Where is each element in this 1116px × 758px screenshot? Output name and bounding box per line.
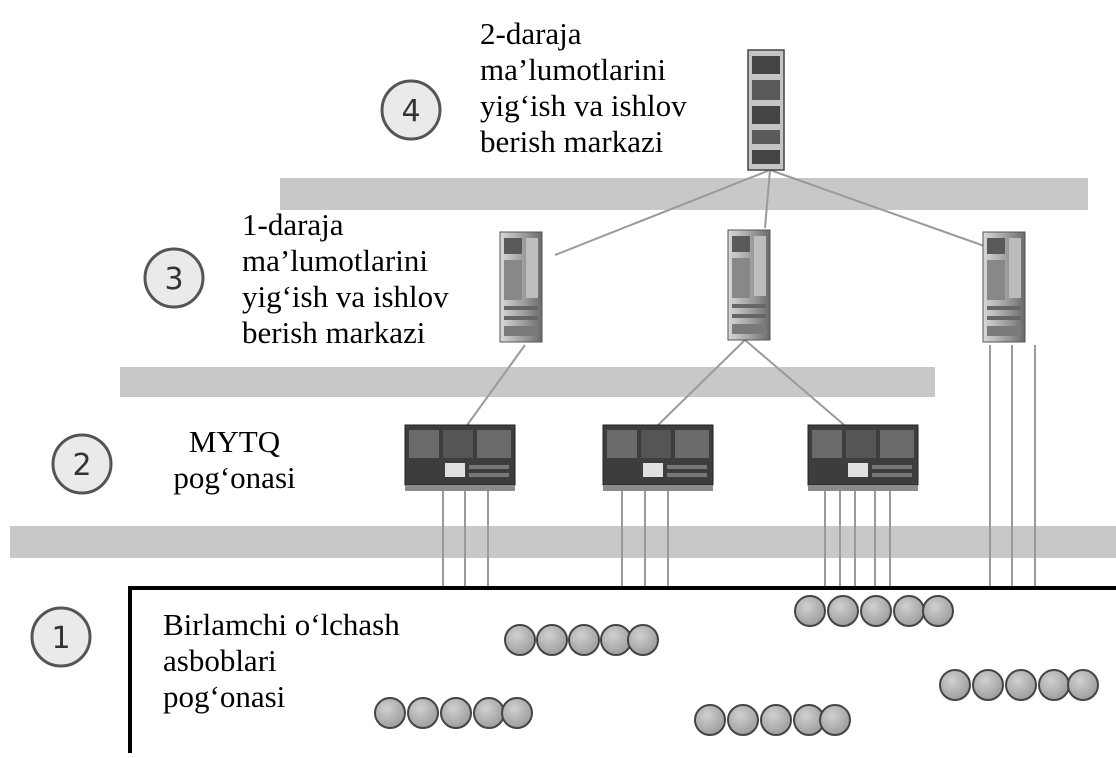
connections-bottom — [442, 345, 1036, 586]
level1-label: Birlamchi o‘lchash asboblari pog‘onasi — [163, 607, 400, 714]
level-badge-2: 2 — [51, 433, 113, 495]
band-level-2 — [10, 526, 1116, 558]
sensor-group — [694, 704, 851, 736]
sensor-group — [504, 624, 659, 656]
svg-text:4: 4 — [401, 94, 420, 129]
level-badge-3: 3 — [143, 247, 205, 309]
level2-controller-icon — [807, 424, 919, 492]
field-level-box — [128, 586, 1116, 753]
svg-text:3: 3 — [164, 262, 183, 297]
level3-server-icon — [982, 231, 1026, 343]
band-level-4 — [280, 178, 1088, 210]
connections-middle — [464, 339, 851, 431]
level3-label: 1-daraja ma’lumotlarini yig‘ish va ishlo… — [242, 207, 449, 350]
band-level-3 — [120, 367, 935, 397]
sensor-group — [939, 669, 1099, 701]
svg-text:1: 1 — [51, 621, 70, 656]
level2-controller-icon — [602, 424, 714, 492]
svg-text:2: 2 — [72, 448, 91, 483]
level4-label: 2-daraja ma’lumotlarini yig‘ish va ishlo… — [480, 16, 687, 159]
level4-server-icon — [747, 49, 785, 171]
sensor-group — [794, 595, 954, 627]
level3-server-icon — [499, 231, 543, 343]
level-badge-1: 1 — [30, 606, 92, 668]
level2-label: MYTQ pog‘onasi — [173, 424, 296, 495]
connections-top — [554, 169, 991, 256]
level2-controller-icon — [404, 424, 516, 492]
level3-server-icon — [727, 229, 771, 341]
level-badge-4: 4 — [380, 79, 442, 141]
